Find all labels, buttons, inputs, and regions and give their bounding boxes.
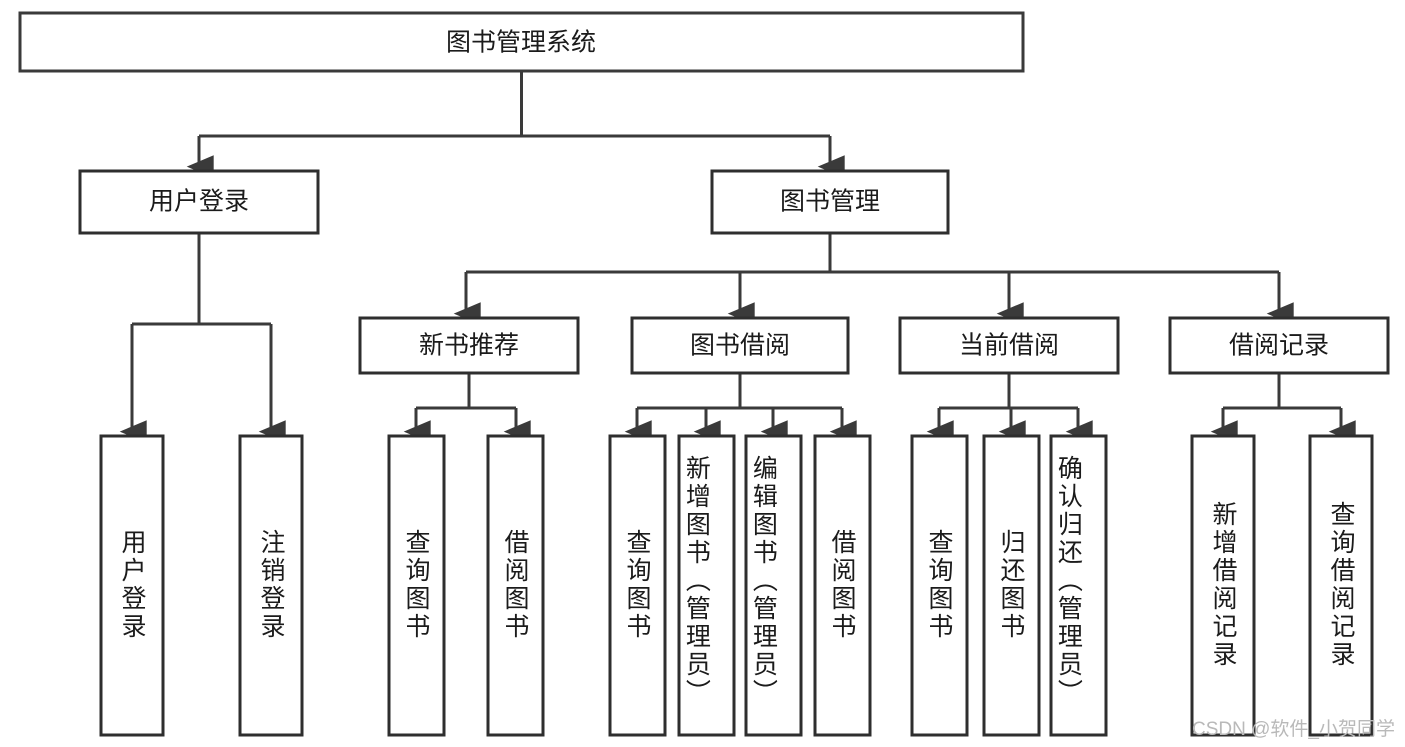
leaf-edit-book-label: 编辑图书（管理员） bbox=[749, 455, 778, 707]
node-book-borrow-label: 图书借阅 bbox=[690, 332, 790, 360]
node-current-borrow-box[interactable] bbox=[898, 316, 1120, 375]
leaf-return-book[interactable]: 归还图书 bbox=[982, 434, 1041, 737]
leaf-query-book-3-box[interactable] bbox=[910, 434, 969, 737]
watermark-text: CSDN @软件_小贺同学 bbox=[1192, 719, 1395, 740]
leaf-user-login[interactable]: 用户登录 bbox=[99, 434, 165, 737]
node-borrow-record-label: 借阅记录 bbox=[1229, 332, 1329, 360]
leaf-borrow-book-2[interactable]: 借阅图书 bbox=[813, 434, 872, 737]
leaf-add-book-box[interactable] bbox=[677, 434, 736, 737]
node-new-book-recommend-label: 新书推荐 bbox=[419, 332, 519, 360]
node-user-login-box[interactable] bbox=[78, 169, 320, 235]
leaf-query-book-2-label: 查询图书 bbox=[623, 529, 652, 641]
node-book-borrow[interactable]: 图书借阅 bbox=[630, 316, 850, 375]
leaf-confirm-return[interactable]: 确认归还（管理员） bbox=[1049, 434, 1108, 737]
leaf-return-book-label: 归还图书 bbox=[997, 529, 1026, 641]
connector-layer bbox=[119, 71, 1356, 444]
node-user-login-label: 用户登录 bbox=[149, 188, 249, 216]
node-root-box[interactable] bbox=[18, 11, 1025, 73]
leaf-query-book-1-box[interactable] bbox=[387, 434, 446, 737]
leaf-query-book-3-label: 查询图书 bbox=[925, 529, 954, 641]
leaf-add-book[interactable]: 新增图书（管理员） bbox=[677, 434, 736, 737]
leaf-confirm-return-box[interactable] bbox=[1049, 434, 1108, 737]
leaf-edit-book-box[interactable] bbox=[744, 434, 803, 737]
leaf-query-record-label: 查询借阅记录 bbox=[1327, 501, 1356, 669]
node-borrow-record[interactable]: 借阅记录 bbox=[1168, 316, 1390, 375]
node-current-borrow[interactable]: 当前借阅 bbox=[898, 316, 1120, 375]
leaf-user-logout-label: 注销登录 bbox=[257, 529, 286, 641]
node-new-book-recommend-box[interactable] bbox=[358, 316, 580, 375]
leaf-query-book-2-box[interactable] bbox=[608, 434, 667, 737]
leaf-query-book-2[interactable]: 查询图书 bbox=[608, 434, 667, 737]
leaf-add-record-label: 新增借阅记录 bbox=[1209, 501, 1238, 669]
leaf-add-record[interactable]: 新增借阅记录 bbox=[1190, 434, 1256, 737]
node-user-login[interactable]: 用户登录 bbox=[78, 169, 320, 235]
leaf-borrow-book-1[interactable]: 借阅图书 bbox=[486, 434, 545, 737]
node-root[interactable]: 图书管理系统 bbox=[18, 11, 1025, 73]
leaf-return-book-box[interactable] bbox=[982, 434, 1041, 737]
leaf-query-record-box[interactable] bbox=[1308, 434, 1374, 737]
node-book-manage[interactable]: 图书管理 bbox=[710, 169, 950, 235]
leaf-add-book-label: 新增图书（管理员） bbox=[682, 455, 711, 707]
leaf-borrow-book-1-box[interactable] bbox=[486, 434, 545, 737]
leaf-query-book-3[interactable]: 查询图书 bbox=[910, 434, 969, 737]
node-book-manage-label: 图书管理 bbox=[780, 188, 880, 216]
leaf-query-book-1[interactable]: 查询图书 bbox=[387, 434, 446, 737]
node-current-borrow-label: 当前借阅 bbox=[959, 332, 1059, 360]
leaf-user-login-box[interactable] bbox=[99, 434, 165, 737]
leaf-add-record-box[interactable] bbox=[1190, 434, 1256, 737]
node-new-book-recommend[interactable]: 新书推荐 bbox=[358, 316, 580, 375]
leaf-user-login-label: 用户登录 bbox=[118, 529, 147, 641]
node-root-label: 图书管理系统 bbox=[446, 29, 596, 57]
node-book-manage-box[interactable] bbox=[710, 169, 950, 235]
leaf-edit-book[interactable]: 编辑图书（管理员） bbox=[744, 434, 803, 737]
node-book-borrow-box[interactable] bbox=[630, 316, 850, 375]
leaf-user-logout[interactable]: 注销登录 bbox=[238, 434, 304, 737]
node-borrow-record-box[interactable] bbox=[1168, 316, 1390, 375]
leaf-query-record[interactable]: 查询借阅记录 bbox=[1308, 434, 1374, 737]
leaf-query-book-1-label: 查询图书 bbox=[402, 529, 431, 641]
leaf-user-logout-box[interactable] bbox=[238, 434, 304, 737]
leaf-confirm-return-label: 确认归还（管理员） bbox=[1054, 455, 1083, 707]
leaf-borrow-book-2-box[interactable] bbox=[813, 434, 872, 737]
leaf-borrow-book-1-label: 借阅图书 bbox=[501, 529, 530, 641]
leaf-borrow-book-2-label: 借阅图书 bbox=[828, 529, 857, 641]
